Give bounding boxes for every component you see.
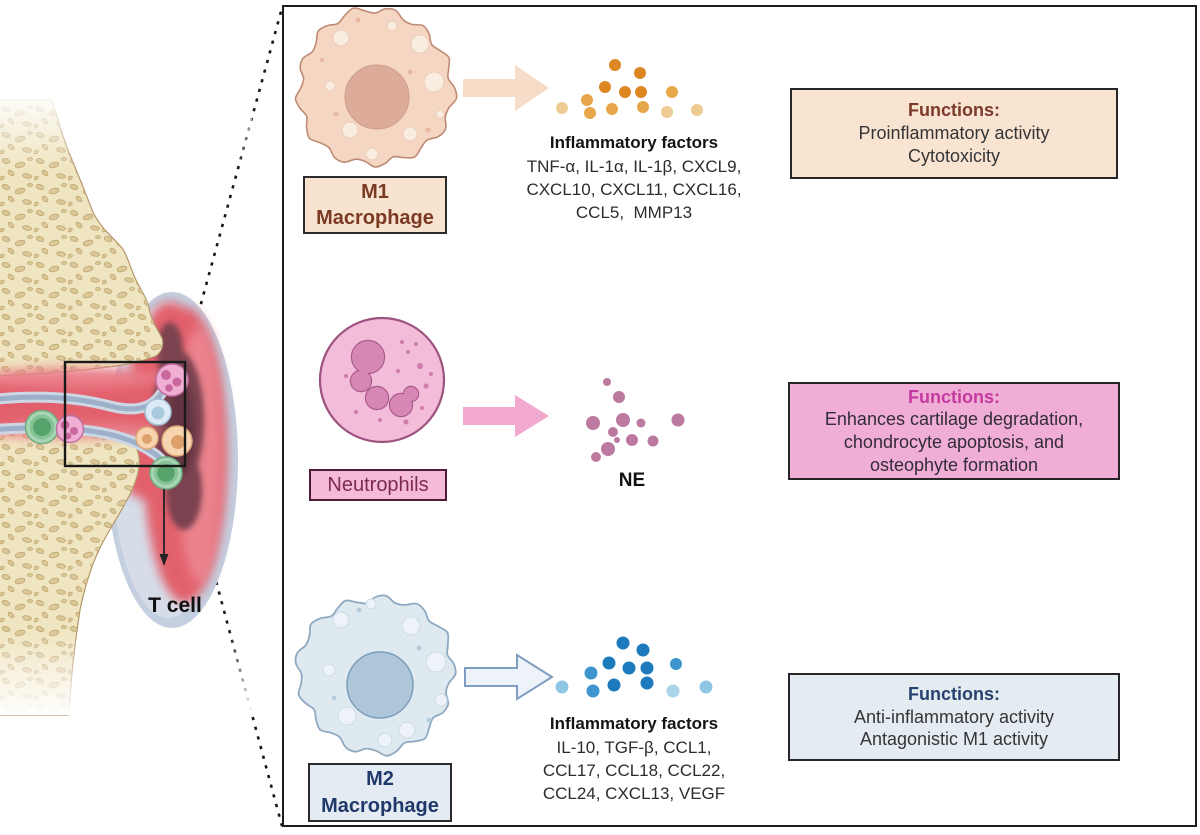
- neutrophil-secretion-dots: [586, 378, 685, 462]
- t-cell-arrow-icon: [159, 489, 169, 566]
- t-cell-bottom: [149, 456, 183, 490]
- joint-illustration: [0, 90, 252, 716]
- macrophage-in-joint-small: [135, 426, 159, 450]
- m2-cell-in-joint: [144, 398, 172, 426]
- neutrophil-nucleus: [349, 339, 420, 418]
- m2-arrow-icon: [464, 653, 554, 701]
- m2-functions-box: Functions: Anti-inflammatory activity An…: [788, 673, 1120, 761]
- neutrophil-in-joint-left: [55, 414, 85, 444]
- m2-factors-text: Inflammatory factors IL-10, TGF-β, CCL1,…: [510, 712, 758, 805]
- neutrophil-cell-icon: [318, 316, 446, 444]
- m2-factors-title: Inflammatory factors: [549, 714, 719, 733]
- m2-secretion-dots: [555, 636, 713, 698]
- neutrophil-in-joint-top: [155, 363, 189, 397]
- m1-functions-box: Functions: Proinflammatory activity Cyto…: [790, 88, 1118, 179]
- neutrophil-functions-box: Functions: Enhances cartilage degradatio…: [788, 382, 1120, 480]
- m1-macrophage-cell-icon: [294, 7, 458, 168]
- t-cell-label: T cell: [148, 594, 202, 617]
- neutrophil-arrow-icon: [463, 395, 549, 437]
- m2-nucleus: [346, 651, 414, 719]
- m1-factors-title: Inflammatory factors: [549, 133, 719, 152]
- zoom-inset-square: [63, 360, 187, 468]
- ne-factor-label: NE: [618, 470, 646, 491]
- neutrophil-functions-title: Functions:: [908, 386, 1000, 407]
- m1-nucleus: [344, 64, 410, 130]
- m1-arrow-icon: [463, 65, 549, 111]
- m2-macrophage-label: M2 Macrophage: [308, 763, 452, 822]
- m2-functions-title: Functions:: [908, 683, 1000, 704]
- m2-macrophage-cell-icon: [294, 594, 457, 757]
- bottom-fade: [0, 630, 252, 715]
- m1-secretion-dots: [556, 59, 703, 119]
- dashed-connector-top: [183, 7, 284, 363]
- m1-factors-text: Inflammatory factors TNF-α, IL-1α, IL-1β…: [510, 131, 758, 224]
- m1-functions-title: Functions:: [908, 100, 1000, 121]
- top-fade: [0, 90, 252, 170]
- neutrophils-label: Neutrophils: [309, 469, 447, 501]
- macrophage-in-joint-large: [161, 425, 193, 457]
- t-cell-left: [24, 409, 60, 445]
- m1-macrophage-label: M1 Macrophage: [303, 176, 447, 234]
